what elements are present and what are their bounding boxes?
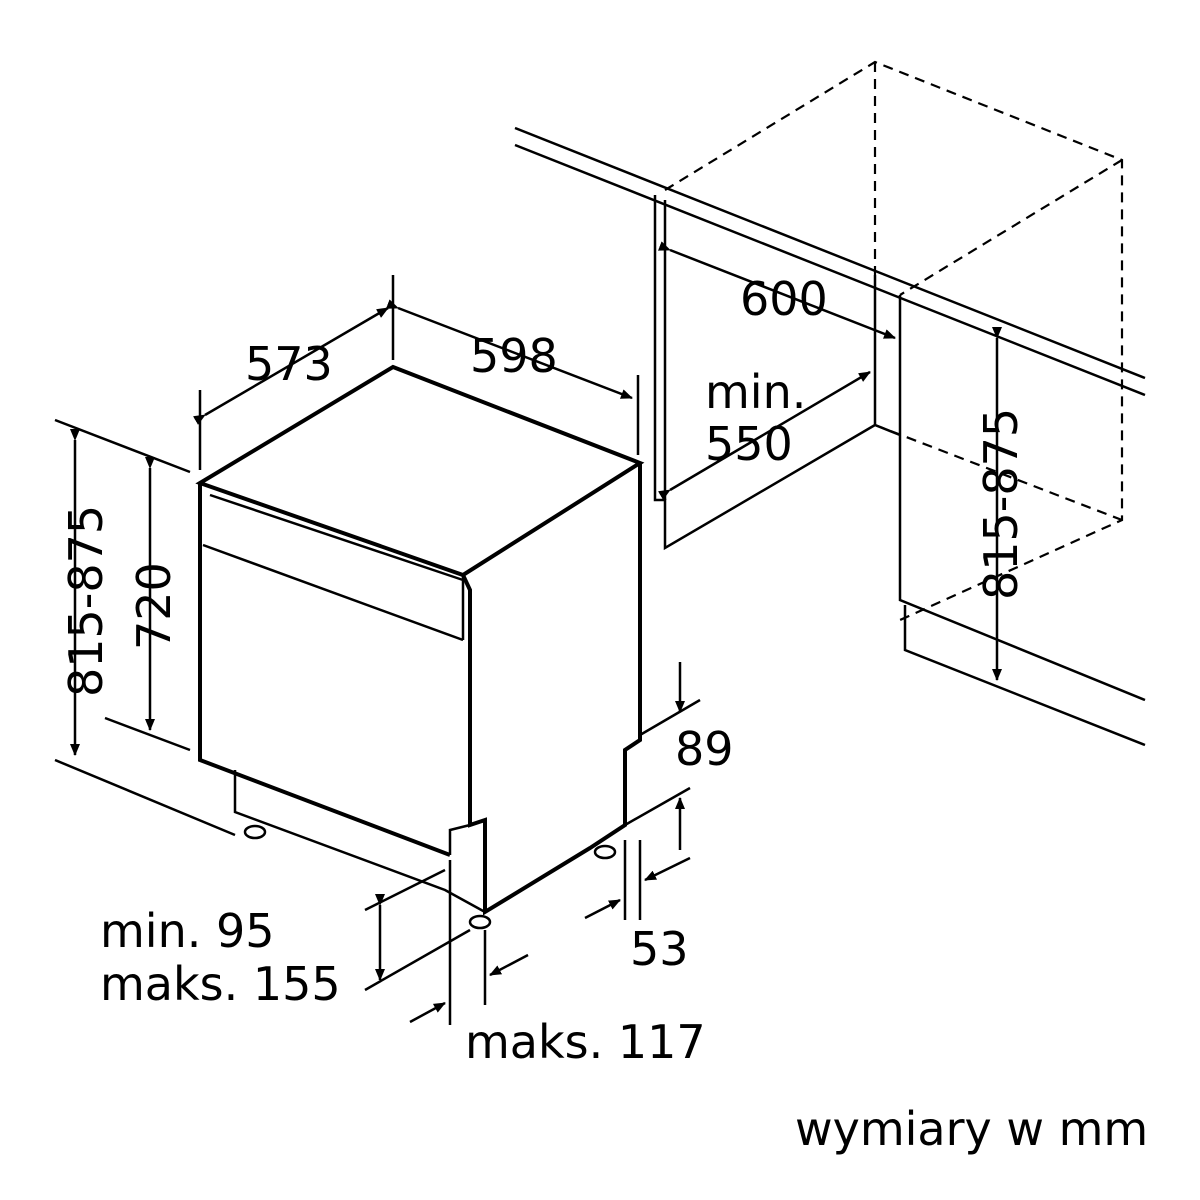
units-note: wymiary w mm [795,1102,1148,1156]
door-max-label: maks. 117 [465,1015,706,1069]
height-right-label: 815-875 [974,408,1028,600]
depth-label: 573 [245,337,333,391]
plinth-max-label: maks. 155 [100,957,341,1011]
dimension-lines [54,241,1002,1025]
plinth-offset-label: 53 [630,922,689,976]
foot-icon [243,824,617,930]
kitchen-niche [514,60,1146,747]
dashed-cabinet-outline [664,60,1124,622]
width-label: 598 [470,329,558,383]
dishwasher-body [195,364,645,930]
plinth-min-label: min. 95 [100,904,275,958]
height-left-label: 815-875 [59,505,113,697]
body-height-label: 720 [127,562,181,650]
plinth-depth-label: 89 [675,722,734,776]
niche-depth-prefix: min. [705,365,806,419]
niche-width-label: 600 [740,272,828,326]
niche-depth-label: 550 [705,417,793,471]
